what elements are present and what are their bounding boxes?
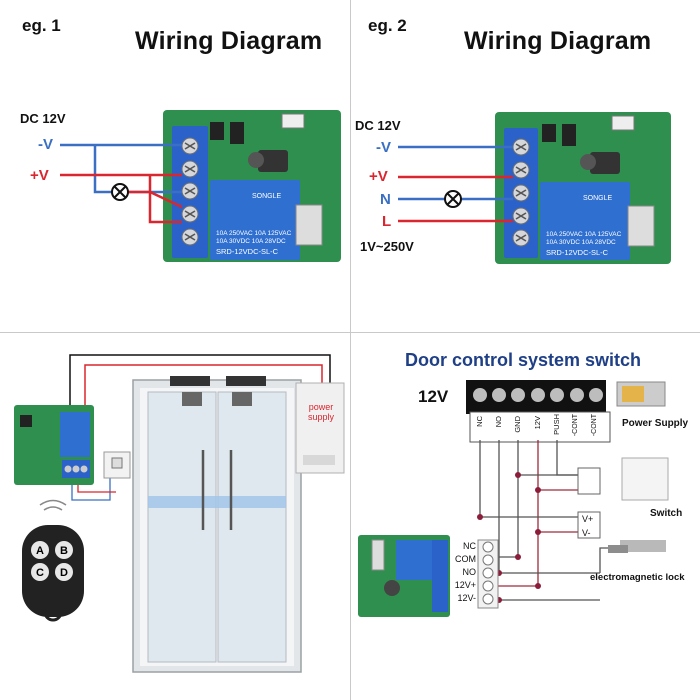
- panel1-dc-label: DC 12V: [20, 111, 66, 126]
- svg-text:10A 30VDC 10A 28VDC: 10A 30VDC 10A 28VDC: [216, 238, 286, 245]
- panel2-l-label: L: [382, 213, 392, 230]
- panel3-scene: [14, 354, 345, 673]
- remote-button-d: D: [60, 567, 68, 579]
- panel2-pos-label: +V: [369, 168, 388, 185]
- panel4-vminus-label: V-: [582, 528, 591, 538]
- relay-term-com: COM: [455, 554, 476, 564]
- panel4-switch-label: Switch: [650, 508, 683, 519]
- relay: [210, 180, 300, 260]
- terminal-label: GND: [513, 416, 522, 433]
- remote-button-a: A: [36, 545, 44, 557]
- panel1-eg-label: eg. 1: [22, 16, 61, 35]
- svg-text:SRD-12VDC-SL-C: SRD-12VDC-SL-C: [216, 247, 279, 256]
- panel4-vplus-label: V+: [582, 514, 594, 524]
- lamp-icon: [111, 183, 129, 201]
- panel3-power-supply-label: power supply: [307, 402, 334, 422]
- svg-text:SRD-12VDC-SL-C: SRD-12VDC-SL-C: [546, 248, 609, 257]
- panel1-title: Wiring Diagram: [135, 27, 323, 55]
- relay-brand: SONGLE: [252, 193, 282, 200]
- panel4-voltage: 12V: [418, 387, 449, 406]
- svg-text:SONGLE: SONGLE: [583, 195, 613, 202]
- svg-text:10A 250VAC 10A 125VAC: 10A 250VAC 10A 125VAC: [546, 231, 622, 238]
- panel1-board: [163, 110, 341, 262]
- relay-term-nc: NC: [463, 541, 476, 551]
- terminal-label: NO: [494, 416, 503, 428]
- panel4-scene: [358, 380, 669, 617]
- panel-divider-vertical: [350, 0, 351, 700]
- remote-button-c: C: [36, 567, 44, 579]
- terminal-label: 12V: [533, 416, 542, 430]
- panel2-range-label: 1V~250V: [360, 239, 414, 254]
- terminal-label: NC: [475, 416, 484, 427]
- remote-button-b: B: [60, 545, 68, 557]
- terminal-label: -CONT: [591, 414, 598, 437]
- panel4-title: Door control system switch: [405, 350, 642, 370]
- panel2-wires: [398, 145, 513, 223]
- panel2-board: [495, 112, 671, 264]
- relay-term-12v-minus: 12V-: [457, 593, 476, 603]
- relay-term-no: NO: [462, 567, 477, 577]
- panel1-neg-label: -V: [38, 136, 53, 153]
- panel1-wires: [60, 143, 183, 224]
- terminal-label: PUSH: [552, 414, 561, 435]
- panel2-eg-label: eg. 2: [368, 16, 407, 35]
- relay-term-12v-plus: 12V+: [454, 580, 476, 590]
- panel4-terminal-labels: NC NO GND 12V PUSH -CONT -CONT: [470, 414, 610, 442]
- panel4-power-supply-label: Power Supply: [622, 418, 689, 429]
- panel1-pos-label: +V: [30, 167, 49, 184]
- panel2-neg-label: -V: [376, 139, 391, 156]
- panel4-lock-label: electromagnetic lock: [590, 572, 685, 583]
- panel-divider-horizontal: [0, 332, 700, 333]
- panel2-n-label: N: [380, 191, 391, 208]
- terminal-label: -CONT: [572, 414, 579, 437]
- svg-text:10A 30VDC 10A 28VDC: 10A 30VDC 10A 28VDC: [546, 239, 616, 246]
- panel2-dc-label: DC 12V: [355, 118, 401, 133]
- svg-text:10A 250VAC 10A 125VAC: 10A 250VAC 10A 125VAC: [216, 230, 292, 237]
- panel2-title: Wiring Diagram: [464, 27, 652, 55]
